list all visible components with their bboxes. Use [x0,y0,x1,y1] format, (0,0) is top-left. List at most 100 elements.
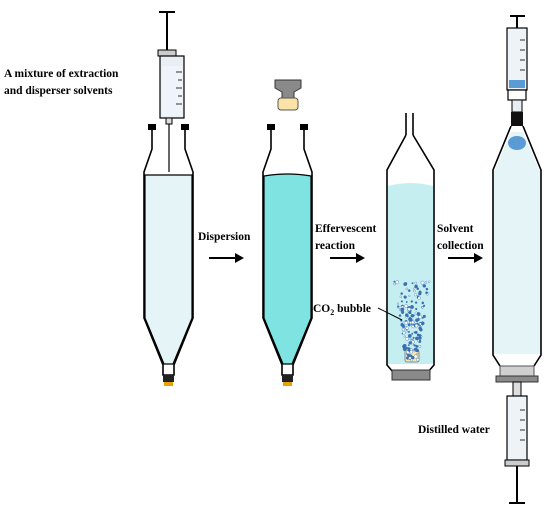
co2-bubble [408,294,411,297]
collection-arrow [448,253,483,263]
co2-bubble [398,314,402,317]
stage3-effervescent: Effervescent reaction CO2 bubble [313,113,435,381]
co2-bubble [407,344,410,347]
co2-bubble [410,300,413,303]
co2-bubble [416,333,420,337]
co2-bubble [416,358,420,362]
co2-bubble [414,284,418,289]
co2-bubble [408,341,412,345]
co2-bubble [410,313,415,318]
co2-bubble [413,344,416,347]
co2-bubble [420,335,423,338]
co2-bubble [424,281,428,284]
co2-bubble [403,295,407,299]
co2-bubble [401,324,406,329]
co2-bubble [407,333,412,338]
co2-bubble [410,339,413,342]
co2-bubble [402,331,406,335]
co2-bubble [402,347,407,352]
effervescent-arrow [330,253,365,263]
co2-bubble [418,315,423,319]
stopper-cap [274,79,302,111]
co2-bubble [413,287,416,290]
co2-bubble [407,289,411,292]
co2-bubble [407,307,412,312]
co2-bubble [418,340,422,344]
co2-bubble-cloud [393,280,431,362]
co2-bubble [414,293,418,297]
co2-bubble [415,307,418,311]
co2-bubble [415,336,419,341]
co2-bubble [404,304,408,308]
co2-bubble [400,292,403,295]
co2-bubble [393,280,396,283]
co2-bubble [414,301,418,304]
co2-bubble [418,336,422,340]
co2-bubble [409,349,414,354]
effervescent-label-line2: reaction [315,240,356,252]
collection-label-line2: collection [437,240,484,252]
co2-bubble [393,282,396,286]
co2-bubble [395,280,400,285]
co2-bubble [410,305,414,309]
co2-bubble [405,287,408,291]
co2-bubble [408,317,412,321]
co2-bubble [411,282,414,285]
co2-bubble [416,352,419,355]
co2-bubble [411,320,415,324]
co2-bubble [400,307,405,312]
co2-bubble [416,287,419,290]
stage1-injection: A mixture of extraction and disperser so… [4,11,194,386]
co2-bubble [427,280,431,283]
co2-bubble [421,316,424,319]
co2-bubble [420,324,423,327]
co2-bubble [405,313,409,317]
co2-bubble [407,347,411,351]
co2-bubble [399,295,402,298]
co2-bubble [413,354,418,359]
co2-bubble [403,282,408,286]
co2-bubble [425,287,429,291]
dispersion-label: Dispersion [198,231,251,243]
co2-bubble [405,330,409,333]
co2-bubble [416,318,420,322]
co2-bubble [414,323,419,328]
co2-bubble [421,301,425,305]
co2-bubble [418,345,422,348]
co2-bubble-label: CO2 bubble [313,303,371,317]
co2-bubble [420,280,425,285]
co2-bubble [423,304,426,307]
co2-bubble [407,323,411,327]
co2-bubble [396,305,400,308]
co2-bubble [418,291,422,295]
top-syringe-4 [506,15,528,126]
stage4-collection: Solvent collection [418,15,542,504]
dispersion-arrow [209,253,244,263]
co2-pointer-line [377,307,403,321]
distilled-water-label: Distilled water [418,424,490,436]
co2-bubble [396,302,400,305]
co2-bubble [414,281,418,285]
column-3 [386,113,435,381]
co2-bubble [408,356,412,360]
co2-bubble [415,348,419,353]
top-syringe-1 [157,11,185,172]
solvent-mixture-label-line2: and disperser solvents [4,85,113,97]
stage2-dispersion: Dispersion [198,79,313,386]
co2-bubble [415,344,419,348]
co2-bubble [405,301,408,303]
co2-bubble [411,340,415,344]
column-2 [262,124,313,386]
co2-bubble [407,330,410,333]
co2-bubble [411,332,414,335]
co2-bubble [401,328,405,332]
effervescent-label-line1: Effervescent [315,223,376,235]
column-1 [143,124,194,386]
co2-bubble [400,300,403,303]
co2-bubble [412,336,415,339]
bottom-syringe-4 [504,381,530,504]
co2-bubble [416,312,421,316]
co2-bubble [418,326,422,330]
collection-label-line1: Solvent [437,223,474,235]
